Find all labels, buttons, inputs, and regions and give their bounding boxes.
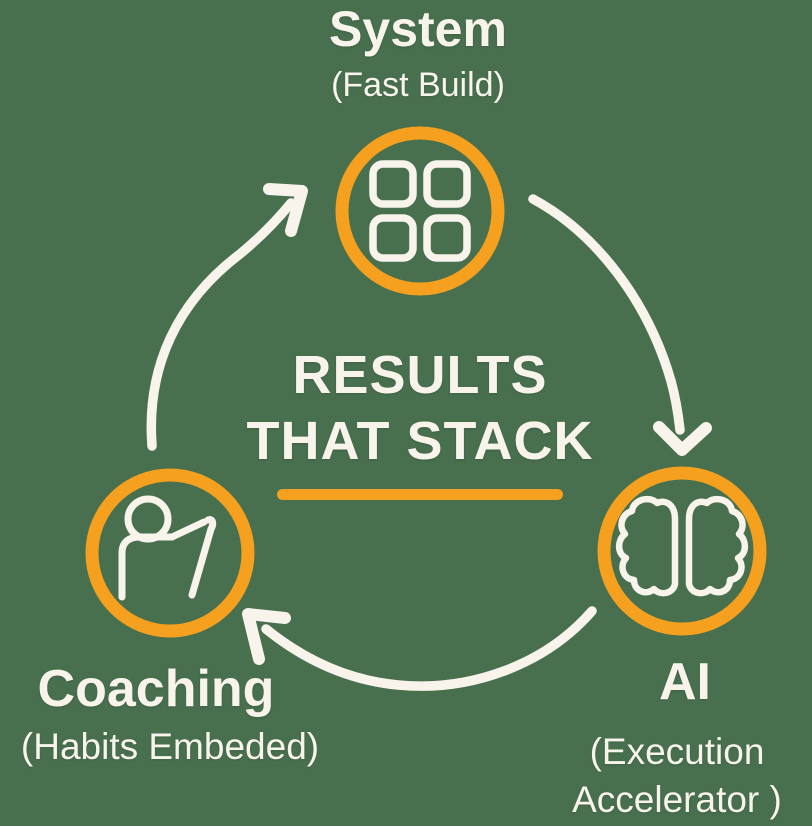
person-icon bbox=[118, 495, 217, 601]
ai-node bbox=[597, 466, 767, 636]
coaching-node bbox=[85, 468, 255, 638]
system-sublabel: (Fast Build) bbox=[331, 66, 505, 104]
grid-icon bbox=[369, 160, 471, 262]
center-title-line2: THAT STACK bbox=[246, 411, 594, 471]
center-title: RESULTS THAT STACK bbox=[170, 342, 670, 474]
system-to-ai-arrow bbox=[528, 194, 712, 456]
coaching-sublabel: (Habits Embeded) bbox=[20, 726, 320, 767]
ai-label: AI bbox=[659, 653, 711, 711]
system-ring bbox=[335, 126, 505, 296]
ai-to-coaching-arrow bbox=[242, 606, 597, 691]
brain-icon bbox=[615, 495, 749, 597]
system-node bbox=[335, 126, 505, 296]
system-label: System bbox=[329, 1, 507, 57]
ai-sublabel: (Execution Accelerator ) bbox=[572, 731, 782, 820]
ai-ring bbox=[597, 466, 767, 636]
coaching-ring bbox=[85, 468, 255, 638]
coaching-label: Coaching bbox=[37, 660, 275, 718]
center-title-underline bbox=[277, 489, 563, 500]
coaching-to-system-arrow bbox=[146, 183, 308, 451]
center-title-line1: RESULTS bbox=[292, 345, 548, 405]
